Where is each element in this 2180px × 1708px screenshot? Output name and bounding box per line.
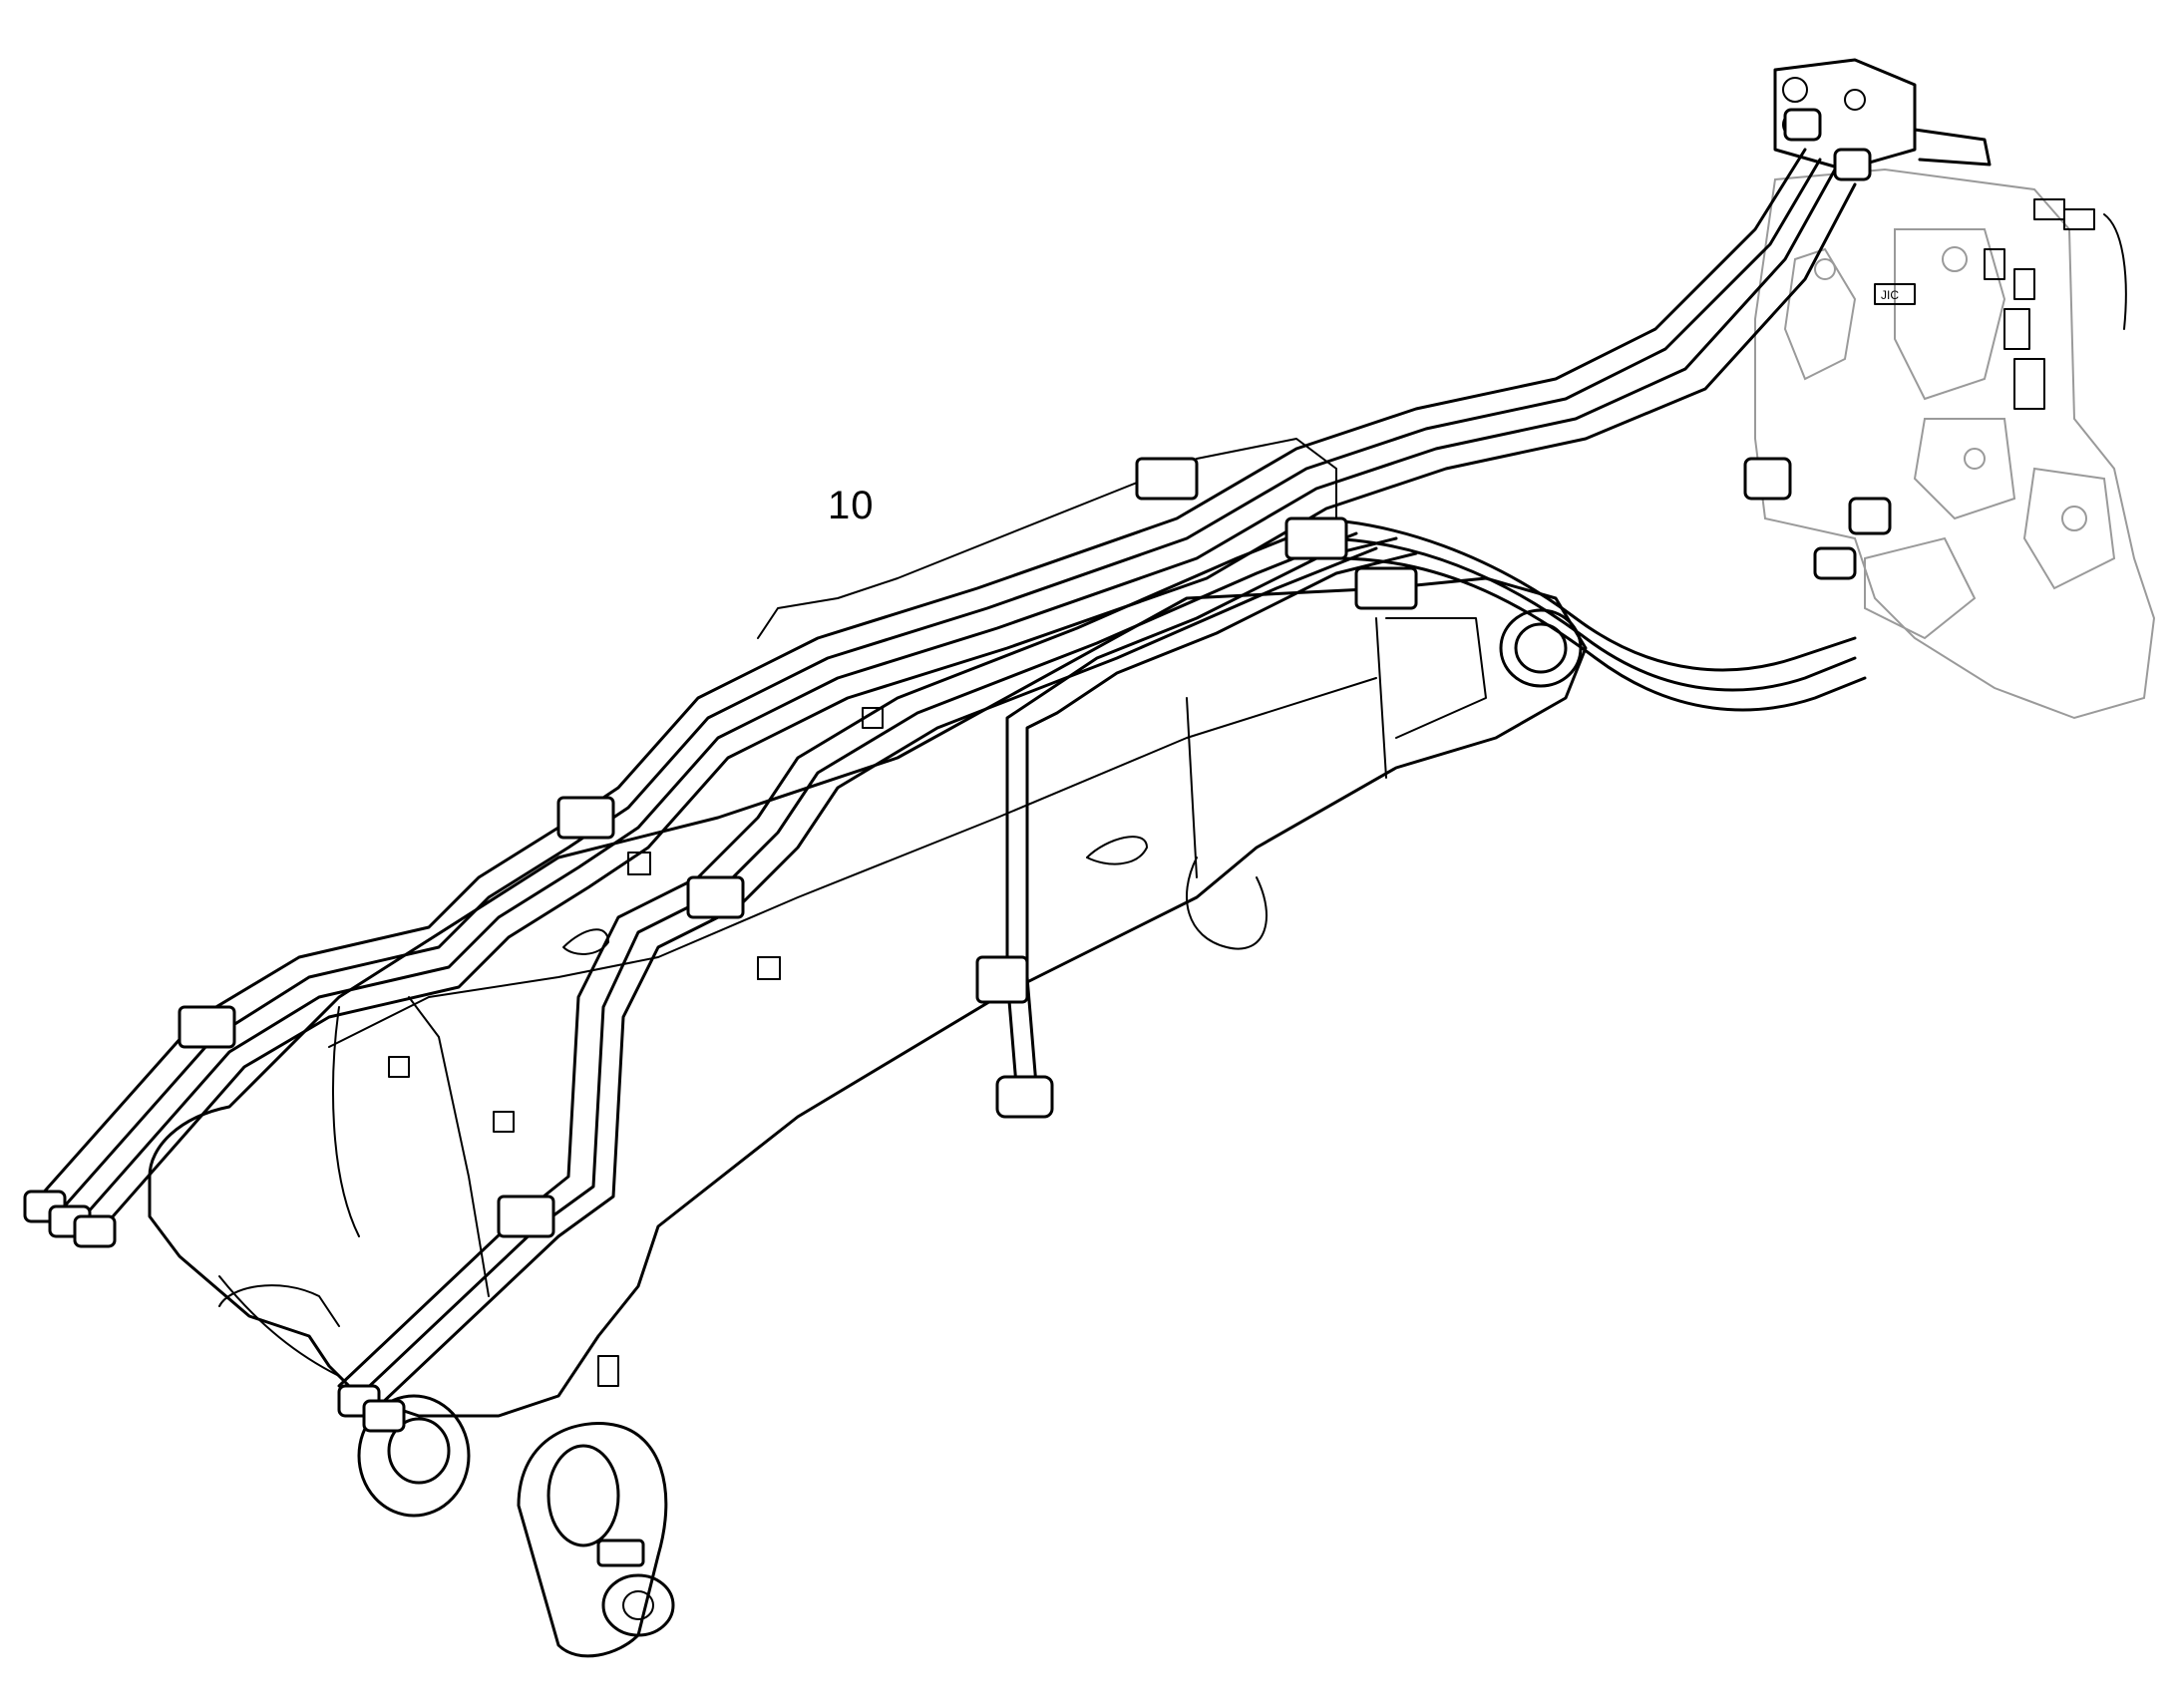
- jic-label: JIC: [1881, 288, 1899, 302]
- hydraulic-lines: [38, 148, 1867, 1408]
- valve-fittings: JIC: [1874, 198, 2127, 410]
- boom-body: [148, 438, 1588, 1418]
- control-valve-block: [1754, 168, 2156, 720]
- boom-nose-lug: [517, 1422, 675, 1658]
- cylinder-pin-boss: [218, 1284, 471, 1518]
- pipe-clamps: [178, 457, 1418, 1238]
- boom-bosses: [388, 707, 1148, 1387]
- callout-label-10: 10: [828, 484, 875, 527]
- hose-end-fittings: [23, 108, 1892, 1433]
